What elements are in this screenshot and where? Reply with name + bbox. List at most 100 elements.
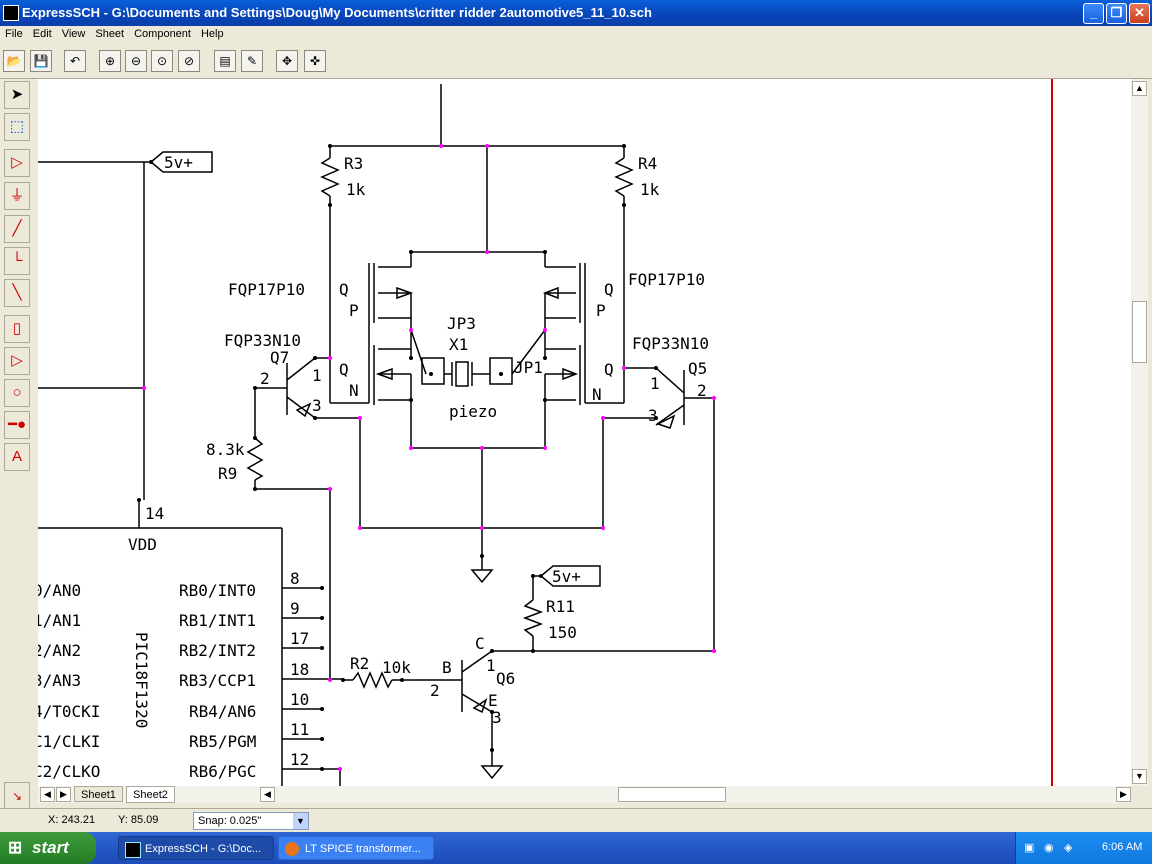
bus-icon[interactable]: └ bbox=[4, 247, 30, 275]
snap-select[interactable]: Snap: 0.025" ▼ bbox=[193, 812, 309, 830]
scroll-left-icon[interactable]: ◀ bbox=[260, 787, 275, 802]
sheet-properties-icon[interactable]: ▤ bbox=[214, 50, 236, 72]
zoom-select-icon[interactable]: ⬚ bbox=[4, 113, 30, 141]
window-title: ExpressSCH - G:\Documents and Settings\D… bbox=[22, 5, 652, 20]
vcc-flag-mid: 5v+ bbox=[552, 567, 581, 586]
sheet-edit-icon[interactable]: ✎ bbox=[241, 50, 263, 72]
chip-pin-number: 18 bbox=[290, 660, 309, 679]
zoom-out-icon[interactable]: ⊖ bbox=[125, 50, 147, 72]
chip-left-pin: C2/CLKO bbox=[38, 762, 100, 781]
maximize-button[interactable]: ❐ bbox=[1106, 3, 1127, 24]
svg-text:1: 1 bbox=[312, 366, 322, 385]
security-icon[interactable]: ◈ bbox=[1064, 842, 1073, 854]
svg-text:Q: Q bbox=[339, 280, 349, 299]
title-bar[interactable]: ExpressSCH - G:\Documents and Settings\D… bbox=[0, 0, 1152, 26]
scroll-up-icon[interactable]: ▲ bbox=[1132, 81, 1147, 96]
tab-next-icon[interactable]: ▶ bbox=[56, 787, 71, 802]
vdd-label: VDD bbox=[128, 535, 157, 554]
r2-value: 10k bbox=[382, 658, 411, 677]
chip-right-pin: RB4/AN6 bbox=[189, 702, 256, 721]
svg-text:N: N bbox=[592, 385, 602, 404]
fqp33-right-label: FQP33N10 bbox=[632, 334, 709, 353]
vertical-scroll-thumb[interactable] bbox=[1132, 301, 1147, 363]
speaker-icon[interactable]: ◉ bbox=[1044, 842, 1054, 854]
clock[interactable]: 6:06 AM bbox=[1102, 841, 1143, 853]
chip-right-pin: RB6/PGC bbox=[189, 762, 256, 781]
text-icon[interactable]: A bbox=[4, 443, 30, 471]
snap-value: Snap: 0.025" bbox=[198, 815, 262, 827]
svg-text:P: P bbox=[596, 301, 606, 320]
q5-label: Q5 bbox=[688, 359, 707, 378]
menu-component[interactable]: Component bbox=[134, 28, 191, 40]
q6-label: Q6 bbox=[496, 669, 515, 688]
vdd-pin-number: 14 bbox=[145, 504, 164, 523]
toolbar: 📂 💾 ↶ ⊕ ⊖ ⊙ ⊘ ▤ ✎ ✥ ✜ bbox=[0, 46, 1152, 79]
chip-right-pin: RB0/INT0 bbox=[179, 581, 256, 600]
chip-left-pin: 1/AN1 bbox=[38, 611, 81, 630]
horizontal-scroll-thumb[interactable] bbox=[618, 787, 726, 802]
ground-icon[interactable]: ⏚ bbox=[4, 182, 30, 210]
taskbar: ⊞ start ExpressSCH - G:\Doc... LT SPICE … bbox=[0, 832, 1152, 864]
select-arrow-icon[interactable]: ➤ bbox=[4, 81, 30, 109]
r4-label: R4 bbox=[638, 154, 657, 173]
svg-text:2: 2 bbox=[697, 381, 707, 400]
menu-view[interactable]: View bbox=[61, 28, 86, 40]
svg-text:2: 2 bbox=[430, 681, 440, 700]
windows-logo-icon: ⊞ bbox=[8, 838, 23, 857]
tab-sheet1[interactable]: Sheet1 bbox=[74, 786, 123, 802]
svg-text:3: 3 bbox=[312, 396, 322, 415]
piezo-label: piezo bbox=[449, 402, 497, 421]
svg-text:E: E bbox=[488, 691, 498, 710]
chevron-down-icon[interactable]: ▼ bbox=[293, 813, 308, 829]
tab-prev-icon[interactable]: ◀ bbox=[40, 787, 55, 802]
horizontal-scrollbar-area: ◀ ▶ Sheet1 Sheet2 ◀ ▶ bbox=[38, 786, 1131, 803]
firefox-icon bbox=[285, 842, 299, 856]
diagonal-wire-icon[interactable]: ╲ bbox=[4, 279, 30, 307]
tab-sheet2[interactable]: Sheet2 bbox=[126, 786, 175, 803]
minimize-button[interactable]: _ bbox=[1083, 3, 1104, 24]
chip-left-pin: 0/AN0 bbox=[38, 581, 81, 600]
circle-icon[interactable]: ○ bbox=[4, 379, 30, 407]
menu-file[interactable]: File bbox=[5, 28, 23, 40]
scroll-right-icon[interactable]: ▶ bbox=[1116, 787, 1131, 802]
status-y-coordinate: Y: 85.09 bbox=[118, 814, 159, 826]
center-icon[interactable]: ✜ bbox=[304, 50, 326, 72]
vertical-scrollbar[interactable]: ▲ ▼ bbox=[1131, 79, 1148, 786]
q7-label: Q7 bbox=[270, 348, 289, 367]
menu-help[interactable]: Help bbox=[200, 28, 224, 40]
task-expresssch[interactable]: ExpressSCH - G:\Doc... bbox=[118, 836, 274, 860]
undo-icon[interactable]: ↶ bbox=[64, 50, 86, 72]
schematic-canvas[interactable]: R3 1k R4 1k 5v+ 5v+ FQP17P10 FQP17P10 FQ… bbox=[38, 79, 1131, 786]
jp1-label: JP1 bbox=[514, 358, 543, 377]
pin-icon[interactable]: ━● bbox=[4, 411, 30, 439]
zoom-in-icon[interactable]: ⊕ bbox=[99, 50, 121, 72]
zoom-area-icon[interactable]: ⊘ bbox=[178, 50, 200, 72]
fqp17-right-label: FQP17P10 bbox=[628, 270, 705, 289]
component-icon[interactable]: ▷ bbox=[4, 149, 30, 177]
svg-text:Q: Q bbox=[604, 280, 614, 299]
menu-sheet[interactable]: Sheet bbox=[95, 28, 125, 40]
open-folder-icon[interactable]: 📂 bbox=[3, 50, 25, 72]
menu-edit[interactable]: Edit bbox=[32, 28, 52, 40]
tool-palette: ➤ ⬚ ▷ ⏚ ╱ └ ╲ ▯ ▷ ○ ━● A ↘ bbox=[0, 79, 36, 810]
chip-pin-number: 12 bbox=[290, 750, 309, 769]
scroll-down-icon[interactable]: ▼ bbox=[1132, 769, 1147, 784]
chip-left-pin: 3/AN3 bbox=[38, 671, 81, 690]
close-button[interactable]: ✕ bbox=[1129, 3, 1150, 24]
wire-icon[interactable]: ╱ bbox=[4, 215, 30, 243]
triangle-icon[interactable]: ▷ bbox=[4, 347, 30, 375]
status-x-coordinate: X: 243.21 bbox=[48, 814, 96, 826]
r11-label: R11 bbox=[546, 597, 575, 616]
start-button[interactable]: ⊞ start bbox=[0, 832, 96, 864]
task-browser[interactable]: LT SPICE transformer... bbox=[278, 836, 434, 860]
chip-left-pin: C1/CLKI bbox=[38, 732, 100, 751]
fqp17-left-label: FQP17P10 bbox=[228, 280, 305, 299]
part-icon[interactable]: ▯ bbox=[4, 315, 30, 343]
zoom-fit-icon[interactable]: ⊙ bbox=[151, 50, 173, 72]
net-icon[interactable]: ↘ bbox=[4, 782, 30, 810]
x1-label: X1 bbox=[449, 335, 468, 354]
network-icon[interactable]: ▣ bbox=[1024, 842, 1035, 854]
vcc-flag-top: 5v+ bbox=[164, 153, 193, 172]
save-icon[interactable]: 💾 bbox=[30, 50, 52, 72]
pan-icon[interactable]: ✥ bbox=[276, 50, 298, 72]
